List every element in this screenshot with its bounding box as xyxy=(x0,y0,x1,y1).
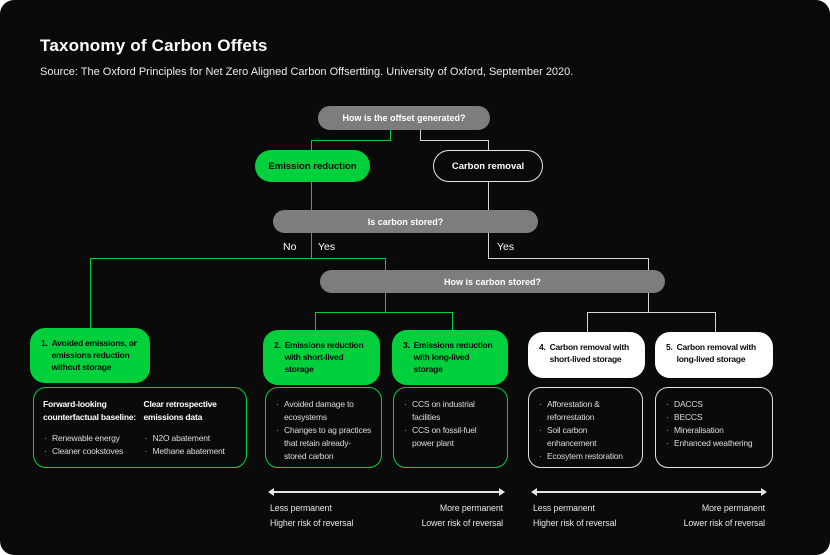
detail-item: Mineralisation xyxy=(665,424,763,437)
connector-line xyxy=(587,312,588,333)
permanence-axis-left-line xyxy=(272,491,501,493)
detail-box-2: Avoided damage to ecosystems Changes to … xyxy=(265,387,382,468)
detail-item: Changes to ag practices that retain alre… xyxy=(275,424,372,463)
branch-carbon-removal: Carbon removal xyxy=(433,150,543,182)
detail-item: Ecosytem restoration xyxy=(538,450,633,463)
connector-line xyxy=(488,140,489,151)
connector-line xyxy=(390,129,391,141)
decision-node-how-carbon-stored: How is carbon stored? xyxy=(320,270,665,293)
detail-item: Soil carbon enhancement xyxy=(538,424,633,450)
detail-list: Renewable energy Cleaner cookstoves xyxy=(43,432,137,458)
detail-list: N2O abatement Methane abatement xyxy=(144,432,238,458)
axis-label: Less permanent xyxy=(533,503,595,513)
detail-item: CCS on industrial facilities xyxy=(403,398,498,424)
detail-list: Avoided damage to ecosystems Changes to … xyxy=(275,398,372,463)
connector-line xyxy=(90,258,91,328)
connector-line xyxy=(420,140,489,141)
category-number: 2. xyxy=(274,340,281,350)
branch-label-yes-left: Yes xyxy=(318,241,336,253)
category-number: 5. xyxy=(666,342,673,352)
connector-line xyxy=(420,129,421,141)
detail-item: Afforestation & reforrestation xyxy=(538,398,633,424)
connector-line xyxy=(315,312,316,331)
detail-list: DACCS BECCS Mineralisation Enhanced weat… xyxy=(665,398,763,450)
connector-line xyxy=(315,312,453,313)
detail-box-1: Forward-looking counterfactual baseline:… xyxy=(33,387,247,468)
connector-line xyxy=(587,312,715,313)
detail-item: Renewable energy xyxy=(43,432,137,445)
detail-item: CCS on fossil-fuel power plant xyxy=(403,424,498,450)
connector-line xyxy=(311,140,312,151)
connector-line xyxy=(715,312,716,333)
detail-item: BECCS xyxy=(665,411,763,424)
connector-line xyxy=(311,232,312,258)
detail-list: Afforestation & reforrestation Soil carb… xyxy=(538,398,633,463)
axis-label: Lower risk of reversal xyxy=(683,517,766,528)
detail-item: N2O abatement xyxy=(144,432,238,445)
connector-line xyxy=(311,140,391,141)
connector-line xyxy=(488,232,489,258)
detail-item: DACCS xyxy=(665,398,763,411)
arrowhead-left-icon xyxy=(531,488,537,496)
arrowhead-right-icon xyxy=(761,488,767,496)
detail-item: Methane abatement xyxy=(144,445,238,458)
axis-label: Less permanent xyxy=(270,503,332,513)
detail-box-4: Afforestation & reforrestation Soil carb… xyxy=(528,387,643,468)
axis-label: Lower risk of reversal xyxy=(421,517,504,528)
permanence-axis-right-labels: Less permanent Higher risk of reversal M… xyxy=(533,501,765,531)
permanence-axis-left-labels: Less permanent Higher risk of reversal M… xyxy=(270,501,503,531)
detail-box-5: DACCS BECCS Mineralisation Enhanced weat… xyxy=(655,387,773,468)
detail-item: Enhanced weathering xyxy=(665,437,763,450)
branch-label-no: No xyxy=(283,241,297,253)
connector-line xyxy=(488,181,489,211)
detail-item: Avoided damage to ecosystems xyxy=(275,398,372,424)
category-number: 3. xyxy=(403,340,410,350)
category-box-2: 2. Emissions reduction with short-lived … xyxy=(263,330,380,386)
arrowhead-right-icon xyxy=(499,488,505,496)
category-box-5: 5. Carbon removal with long-lived storag… xyxy=(655,332,773,378)
decision-node-offset-generated: How is the offset generated? xyxy=(318,106,490,130)
category-label: Carbon removal with short-lived storage xyxy=(549,342,630,365)
category-box-3: 3. Emissions reduction with long-lived s… xyxy=(392,330,508,386)
category-box-1: 1. Avoided emissions, or emissions reduc… xyxy=(30,328,150,384)
detail-header: Forward-looking counterfactual baseline: xyxy=(43,399,136,422)
detail-header: Clear retrospective emissions data xyxy=(143,399,217,422)
axis-label: More permanent xyxy=(439,503,503,513)
category-label: Emissions reduction with short-lived sto… xyxy=(284,340,364,375)
decision-node-is-carbon-stored: Is carbon stored? xyxy=(273,210,538,233)
category-label: Avoided emissions, or emissions reductio… xyxy=(51,338,137,373)
branch-emission-reduction: Emission reduction xyxy=(255,150,370,182)
connector-line xyxy=(452,312,453,331)
permanence-axis-right-line xyxy=(535,491,763,493)
detail-box-3: CCS on industrial facilities CCS on foss… xyxy=(393,387,508,468)
axis-label: Higher risk of reversal xyxy=(533,517,617,528)
detail-list: CCS on industrial facilities CCS on foss… xyxy=(403,398,498,450)
connector-line xyxy=(488,258,648,259)
category-number: 1. xyxy=(41,338,48,348)
arrowhead-left-icon xyxy=(268,488,274,496)
axis-label: More permanent xyxy=(701,503,765,513)
category-box-4: 4. Carbon removal with short-lived stora… xyxy=(528,332,645,378)
axis-label: Higher risk of reversal xyxy=(270,517,354,528)
category-label: Carbon removal with long-lived storage xyxy=(676,342,757,365)
connector-line xyxy=(311,181,312,211)
category-number: 4. xyxy=(539,342,546,352)
source-caption: Source: The Oxford Principles for Net Ze… xyxy=(40,66,574,78)
connector-line xyxy=(90,258,386,259)
category-label: Emissions reduction with long-lived stor… xyxy=(413,340,493,375)
branch-label-yes-right: Yes xyxy=(497,241,515,253)
detail-item: Cleaner cookstoves xyxy=(43,445,137,458)
page-title: Taxonomy of Carbon Offets xyxy=(40,36,268,55)
